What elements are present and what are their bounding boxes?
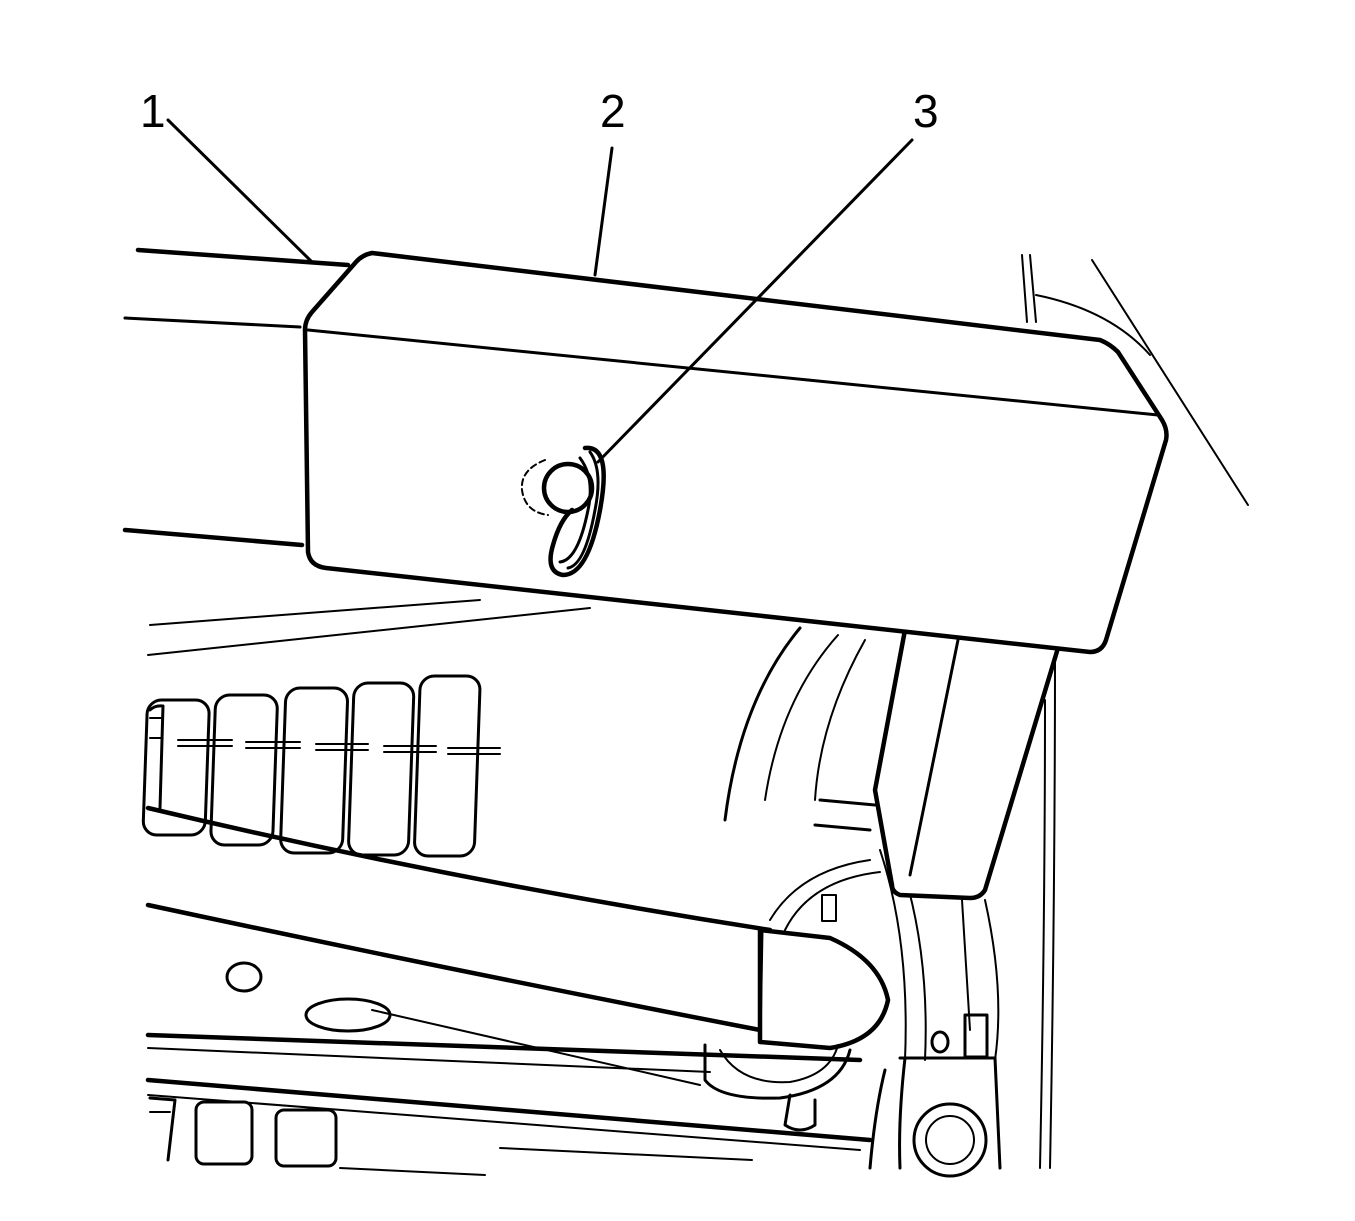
floor-lines [147, 599, 591, 656]
cover-box [302, 250, 1169, 655]
leader-line-2 [593, 146, 614, 277]
callout-label-1: 1 [140, 85, 166, 137]
callout-label-2: 2 [600, 85, 626, 137]
leader-line-3 [596, 138, 914, 464]
leader-lines [166, 118, 914, 464]
callout-labels: 1 2 3 [140, 85, 939, 137]
vent-grille [141, 674, 501, 858]
leader-line-1 [166, 118, 314, 264]
callout-label-3: 3 [913, 85, 939, 137]
crossmember [145, 805, 891, 1086]
right-side-structure [1021, 254, 1249, 1169]
wheel-well-area [703, 626, 1002, 1178]
support-strut [872, 627, 1061, 901]
retaining-clip [520, 445, 606, 578]
lower-floor-panel [145, 961, 873, 1151]
lower-vent-grille [148, 1096, 753, 1176]
